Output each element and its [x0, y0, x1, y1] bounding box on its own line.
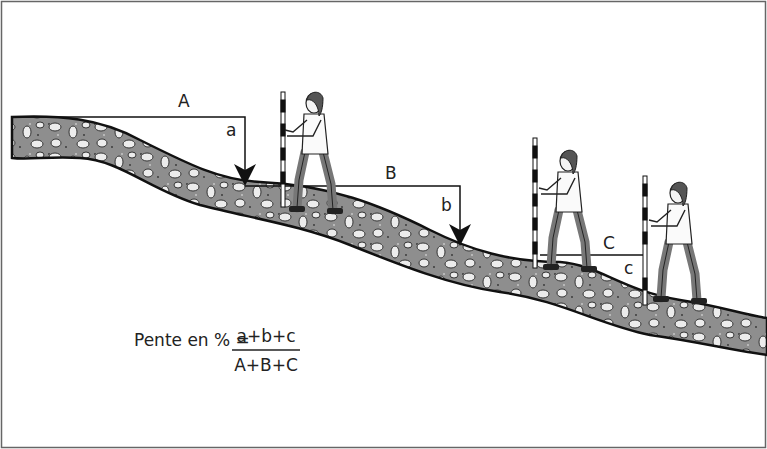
formula-numerator: a+b+c	[236, 327, 295, 346]
drop-letter: a	[226, 121, 236, 140]
segment-letter: C	[603, 234, 615, 253]
drop-letter: b	[441, 196, 452, 215]
drop-letter: c	[624, 259, 633, 278]
segment-letter: B	[385, 164, 397, 183]
formula-text: Pente en % =	[134, 331, 250, 350]
formula-denominator: A+B+C	[234, 356, 298, 375]
segment-letter: A	[178, 92, 190, 111]
